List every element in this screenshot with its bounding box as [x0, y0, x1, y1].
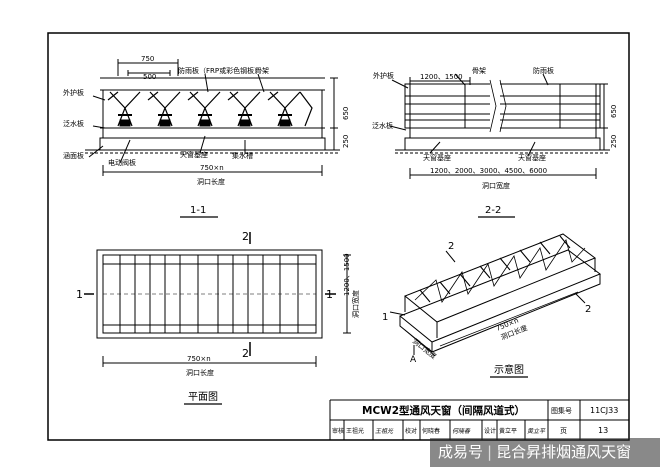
- schematic-title: 示意图: [494, 363, 524, 376]
- dim-500: 500: [143, 73, 156, 81]
- dim-250: 250: [342, 135, 350, 148]
- section-2-2: [389, 73, 610, 179]
- atlas-no: 11CJ33: [590, 406, 618, 415]
- review-label: 审核: [332, 427, 344, 435]
- schem-mark-2-top: 2: [448, 241, 454, 252]
- plan-mark-top: 2: [242, 230, 249, 243]
- title-block: [329, 399, 629, 440]
- dim-length-1: 洞口长度: [197, 177, 225, 186]
- plan-dim-side-label: 洞口宽度: [351, 290, 360, 318]
- schem-mark-1: 1: [382, 312, 388, 323]
- atlas-label: 图集号: [551, 406, 572, 415]
- plan-title: 平面图: [188, 391, 218, 403]
- watermark-separator: |: [487, 443, 493, 461]
- skylight-base-label: 天窗基座: [180, 150, 208, 159]
- watermark-brand: 成易号: [438, 443, 484, 461]
- title-block-text: MCW2型通风天窗（间隔风道式） 图集号 11CJ33 审核 王祖光 王祖光 校…: [332, 404, 618, 435]
- base-panel-label: 涵面板: [63, 151, 84, 160]
- watermark-bar: 成易号|昆合昇排烟通风天窗: [430, 438, 660, 467]
- dim-650: 650: [342, 107, 350, 120]
- section-2-2-title: 2-2: [485, 205, 501, 216]
- frame-label: 骨架: [255, 67, 269, 75]
- plan-text: 2 2 1 1 1200、1500 洞口宽度 750×n 洞口长度 平面图: [76, 230, 360, 403]
- s2-dim-650: 650: [610, 105, 618, 118]
- schem-mark-A: A: [410, 355, 417, 365]
- drawing-title: MCW2型通风天窗（间隔风道式）: [362, 404, 525, 417]
- s2-flashing-label: 泛水板: [372, 121, 393, 130]
- plan-mark-right: 1: [326, 288, 333, 301]
- plan-dim-length: 洞口长度: [186, 368, 214, 377]
- schem-mark-2-right: 2: [585, 304, 591, 315]
- section-1-1-text: 外护板 泛水板 涵面板 防雨板（FRP或彩色钢板） 骨架 电动阀板 天窗基座 集…: [63, 55, 350, 216]
- page-label: 页: [560, 427, 567, 435]
- plan-dim-bottom: 750×n: [187, 355, 211, 363]
- designer: 黄立平: [499, 427, 517, 435]
- s2-dim-250: 250: [610, 135, 618, 148]
- section-1-1: [85, 59, 340, 176]
- sheet-border: [47, 32, 630, 441]
- valve-label: 电动阀板: [108, 158, 136, 167]
- section-1-1-title: 1-1: [190, 205, 206, 216]
- s2-frame-label: 骨架: [472, 67, 486, 75]
- schematic-text: 2 2 1 A 750×n 洞口长度 洞口宽度 示意图: [382, 241, 591, 376]
- s2-rain-plate-label: 防雨板: [533, 66, 554, 75]
- reviewer-signature: 王祖光: [375, 427, 394, 435]
- plan-dim-side: 1200、1500: [343, 253, 351, 296]
- s2-skylight-base-label-2: 天窗基座: [518, 153, 546, 162]
- section-2-2-text: 外护板 骨架 防雨板 泛水板 天窗基座 天窗基座 1200、1500 1200、…: [372, 66, 618, 216]
- dim-750: 750: [141, 55, 154, 63]
- reviewer: 王祖光: [346, 427, 364, 435]
- watermark-company: 昆合昇排烟通风天窗: [496, 443, 632, 461]
- flashing-label: 泛水板: [63, 119, 84, 128]
- designer-signature: 黄立平: [527, 427, 546, 435]
- gutter-label: 集水槽: [232, 151, 253, 160]
- schematic-view: [389, 233, 602, 357]
- s2-skylight-base-label: 天窗基座: [423, 153, 451, 162]
- s2-dim-top: 1200、1500: [420, 73, 463, 81]
- plan-mark-bottom: 2: [242, 347, 249, 360]
- checker: 何晓春: [422, 427, 440, 435]
- outer-guard-label: 外护板: [63, 88, 84, 97]
- page-no: 13: [598, 426, 608, 435]
- s2-dim-widths: 1200、2000、3000、4500、6000: [430, 167, 547, 175]
- check-label: 校对: [405, 427, 417, 435]
- dim-750n: 750×n: [200, 164, 224, 172]
- s2-dim-width-label: 洞口宽度: [482, 181, 510, 190]
- s2-outer-guard-label: 外护板: [373, 71, 394, 80]
- design-label: 设计: [484, 427, 496, 435]
- rain-plate-label: 防雨板（FRP或彩色钢板）: [178, 66, 261, 75]
- plan-mark-left: 1: [76, 288, 83, 301]
- plan-view: [84, 232, 351, 367]
- checker-signature: 何晓春: [452, 427, 471, 435]
